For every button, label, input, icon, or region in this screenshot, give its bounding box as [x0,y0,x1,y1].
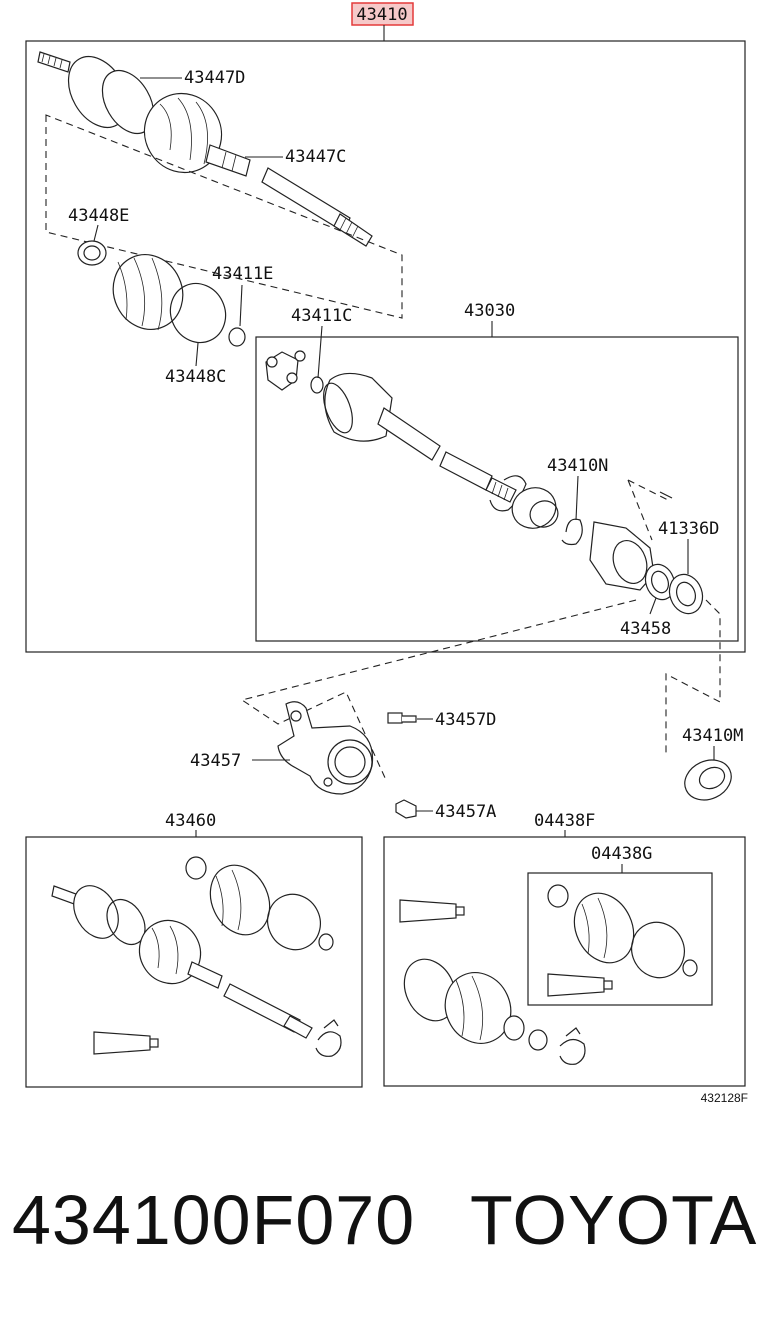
label-04438G[interactable]: 04438G [591,844,652,864]
dashed-guide-bracket [240,599,637,781]
bolt-43457A [395,799,417,819]
boot-kit-04438G-parts [547,884,698,997]
label-43411E[interactable]: 43411E [212,264,273,284]
label-43457A[interactable]: 43457A [435,802,496,822]
title-highlight-box [351,2,414,26]
oil-seal-43410M [684,759,732,801]
leader-43411E [239,284,243,327]
boot-kit-dashed-frame [45,114,403,319]
label-43457[interactable]: 43457 [190,751,241,771]
figure-code: 432128F [701,1091,748,1105]
label-43448E[interactable]: 43448E [68,206,129,226]
leader-43448E [93,224,99,242]
label-04438F[interactable]: 04438F [534,811,595,831]
title-part-number-callout[interactable]: 43410 [351,2,414,26]
inner-joint-parts [265,350,704,615]
boot-kit-box-04438F [383,836,746,1087]
label-43410N[interactable]: 43410N [547,456,608,476]
bearing-bracket [277,701,374,795]
label-43460[interactable]: 43460 [165,811,216,831]
boot-kit-box-04438G [527,872,713,1006]
caption-brand: TOYOTA [470,1181,758,1259]
label-43030[interactable]: 43030 [464,301,515,321]
title-part-number: 43410 [356,5,407,25]
outer-driveshaft-assembly [37,51,373,247]
main-assembly-box [25,40,746,653]
label-43410M[interactable]: 43410M [682,726,743,746]
label-41336D[interactable]: 41336D [658,519,719,539]
label-43448C[interactable]: 43448C [165,367,226,387]
dashed-guide-43410M [665,599,721,756]
label-43411C[interactable]: 43411C [291,306,352,326]
inner-joint-dashed-guide [627,479,669,541]
leader-43411C [317,325,323,379]
boot-kit-parts [77,240,246,347]
leader-43458 [649,597,657,615]
driveshaft-kit-parts [51,856,342,1057]
label-43447C[interactable]: 43447C [285,147,346,167]
leader-43410N [575,475,579,521]
inner-joint-box [255,336,739,642]
leader-43448C [195,342,199,367]
driveshaft-kit-box [25,836,363,1088]
boot-kit-04438F-parts [399,899,586,1065]
caption-part-code: 434100F070 [12,1181,416,1259]
bolt-43457D [387,712,417,724]
label-43457D[interactable]: 43457D [435,710,496,730]
label-43447D[interactable]: 43447D [184,68,245,88]
label-43458[interactable]: 43458 [620,619,671,639]
